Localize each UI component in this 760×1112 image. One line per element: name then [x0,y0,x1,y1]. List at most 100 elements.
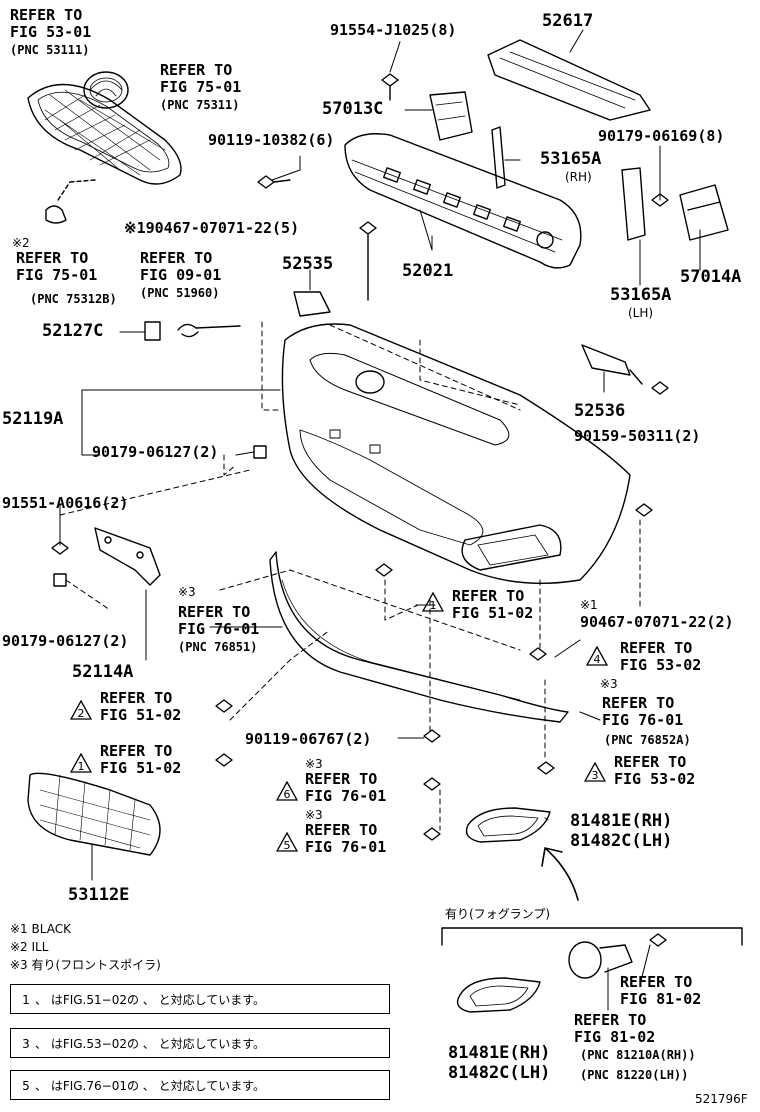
label-pnc-75312b: (PNC 75312B) [30,292,117,306]
bracket-57013c-drawing [429,91,473,141]
fastener-c-drawing [423,777,441,791]
bumper-cover-drawing [281,323,631,585]
note-box-1-num-a: 1 [22,993,30,1007]
ref-triangle-1: 1 [422,592,444,612]
label-pnc-81220: (PNC 81220(LH)) [580,1068,689,1082]
label-refer-fig-76-01-d: REFER TO FIG 76-01 [305,821,387,856]
label-53165a-lh: 53165A [610,285,672,305]
sensor-cover-drawing [177,323,241,338]
fog-lamp-drawing [568,933,667,979]
label-diagram-id: 521796F [695,1092,748,1106]
label-52119a: 52119A [2,409,64,429]
screw-90119-06767-drawing [423,729,441,743]
note-box-3-num-a: 5 [22,1079,30,1093]
label-52617: 52617 [542,11,594,31]
ref-triangle-5: 5 [276,832,298,852]
label-refer-fig-76-01-c: REFER TO FIG 76-01 [305,770,387,805]
label-81482c-lh-b: 81482C(LH) [448,1063,551,1083]
leader-lines [59,29,701,1011]
label-91551-a0616: 91551-A0616(2) [2,494,129,512]
clip-centre-drawing [375,563,393,577]
label-90179-06127-a: 90179-06127(2) [92,443,219,461]
front-spoiler-drawing [269,551,569,723]
fastener-a-drawing [215,699,233,713]
label-57014a: 57014A [680,267,742,287]
label-mark-3d: ※3 [305,808,323,822]
note-box-2-text: 3 、 はFIG.53−02の 、 と対応しています。 [17,1037,265,1051]
label-refer-fig-76-01-b: REFER TO FIG 76-01 [602,694,684,729]
label-81481e-rh-a: 81481E(RH) [570,811,673,831]
label-52114a: 52114A [72,662,134,682]
fastener-e-drawing [537,761,555,775]
label-mark-3a: ※3 [178,585,196,599]
assembly-lines [59,321,641,831]
ref-triangle-3: 3 [584,762,606,782]
label-rh: (RH) [565,170,592,184]
ref-triangle-4: 4 [586,646,608,666]
nut-90179-b-drawing [53,573,67,587]
label-mark-3b: ※3 [600,677,618,691]
fastener-b-drawing [215,753,233,767]
label-52021: 52021 [402,261,454,281]
label-refer-fig-51-02-a: REFER TO FIG 51-02 [452,587,534,622]
note-box-1: 1、 はFIG.51−02の 、 と対応しています。 [10,984,390,1014]
label-lh: (LH) [628,306,654,320]
label-refer-fig-75-01-b: REFER TO FIG 75-01 [16,249,98,284]
ref-triangle-label: 1 [78,760,85,773]
label-91554-j1025: 91554-J1025(8) [330,21,457,39]
label-pnc-76851: (PNC 76851) [178,640,258,654]
bumper-reinforcement-drawing [344,133,582,269]
bolt-90119-10382-drawing [257,175,291,189]
plug-52127c-drawing [144,321,161,341]
label-refer-fig-09-01: REFER TO FIG 09-01 [140,249,222,284]
lower-grille-drawing [27,772,161,856]
label-52535: 52535 [282,254,334,274]
label-53112e: 53112E [68,885,130,905]
arrow-drawing [541,847,579,901]
fastener-d-drawing [423,827,441,841]
label-90179-06127-b: 90179-06127(2) [2,632,129,650]
ref-triangle-label: 4 [594,653,601,666]
ref-triangle-label: 2 [78,707,85,720]
retainer-52536-drawing [581,344,631,376]
label-refer-fig-75-01-a: REFER TO FIG 75-01 [160,61,242,96]
bolt-91554-drawing [381,73,399,101]
retainer-52535-drawing [293,291,331,317]
clip-90467-drawing [359,221,377,301]
ref-triangle-label: 1 [430,599,437,612]
label-pnc-81210a: (PNC 81210A(RH)) [580,1048,696,1062]
label-90467-07071-22-5: ※190467-07071-22(5) [124,219,300,237]
absorber-52617-drawing [487,39,651,121]
clip-drawing [45,205,67,224]
ref-triangle-label: 3 [592,769,599,782]
ref-triangle-label: 5 [284,839,291,852]
label-mark-2: ※2 [12,236,30,250]
note-box-2-line: 、 はFIG.53−02の 、 と対応しています。 [35,1037,266,1051]
nut-90179-a-drawing [253,445,267,459]
note-box-3-text: 5、 はFIG.76−01の 、 と対応しています。 [17,1079,265,1093]
screw-91551-drawing [51,541,69,555]
label-pnc-51960: (PNC 51960) [140,286,220,300]
label-refer-fig-76-01-a: REFER TO FIG 76-01 [178,603,260,638]
label-81481e-rh-b: 81481E(RH) [448,1043,551,1063]
screw-90159-drawing [629,369,669,395]
label-52536: 52536 [574,401,626,421]
label-90467-07071-22-2: 90467-07071-22(2) [580,613,734,631]
label-fog-option: 有り(フォグランプ) [445,907,551,921]
retainer-lh-drawing [621,167,646,241]
note-box-1-text: 1、 はFIG.51−02の 、 と対応しています。 [17,993,265,1007]
bracket-57014a-drawing [679,184,729,241]
bolt-90179-06169-drawing [651,193,669,207]
label-90159-50311: 90159-50311(2) [574,427,701,445]
ref-triangle-6: 6 [276,781,298,801]
label-refer-fig-53-01: REFER TO FIG 53-01 [10,6,92,41]
label-57013c: 57013C [322,99,384,119]
label-mark-1: ※1 [580,598,598,612]
label-note-3: ※3 有り(フロントスポイラ) [10,958,161,972]
label-pnc-76852a: (PNC 76852A) [604,733,691,747]
note-box-2-num-a: 3 [22,1037,30,1051]
note-box-2: 3 、 はFIG.53−02の 、 と対応しています。 [10,1028,390,1058]
ref-triangle-label: 6 [284,788,291,801]
label-90119-10382: 90119-10382(6) [208,131,335,149]
